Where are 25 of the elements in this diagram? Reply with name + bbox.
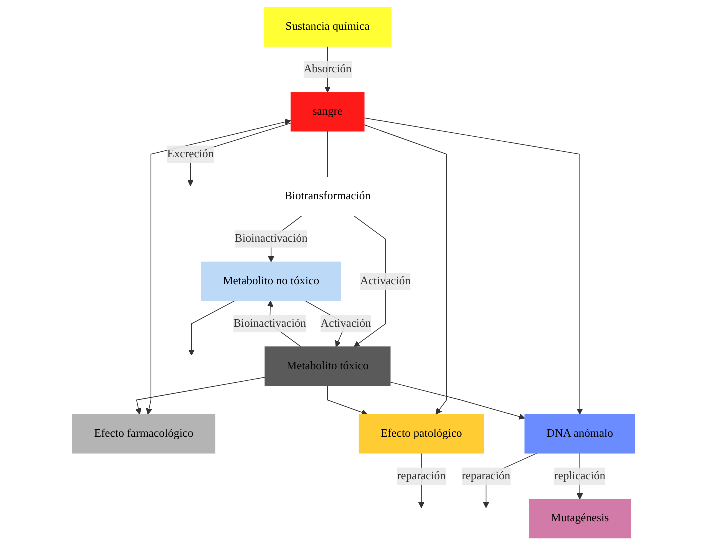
arrow [136, 377, 266, 415]
node-box: Sustancia química [264, 7, 392, 47]
arrow [188, 300, 236, 356]
edge-label: reparación [397, 470, 446, 482]
edge-label: Bioinactivación [234, 318, 307, 330]
node-box: Metabolito no tóxico [201, 262, 342, 302]
edge-label: reparación [462, 470, 511, 482]
arrow [390, 382, 526, 420]
arrow [328, 385, 368, 416]
node-text: Biotransformación [284, 190, 372, 203]
arrow [354, 216, 386, 348]
edge-label: Excreción [168, 148, 214, 160]
edge-label: Bioinactivación [235, 232, 308, 245]
edge-label: Absorción [304, 63, 352, 76]
edge-label: Activación [360, 275, 411, 288]
node-box: Mutagénesis [529, 499, 632, 539]
edge-label: Activación [320, 318, 372, 330]
node-box: Metabolito tóxico [264, 346, 391, 386]
arrow [364, 124, 448, 415]
edge-label: replicación [554, 470, 606, 482]
arrow [364, 118, 584, 415]
node-box: sangre [291, 92, 365, 132]
node-box: DNA anómalo [524, 414, 636, 454]
node-box: Efecto farmacológico [72, 414, 216, 454]
node-box: Efecto patológico [359, 414, 484, 454]
